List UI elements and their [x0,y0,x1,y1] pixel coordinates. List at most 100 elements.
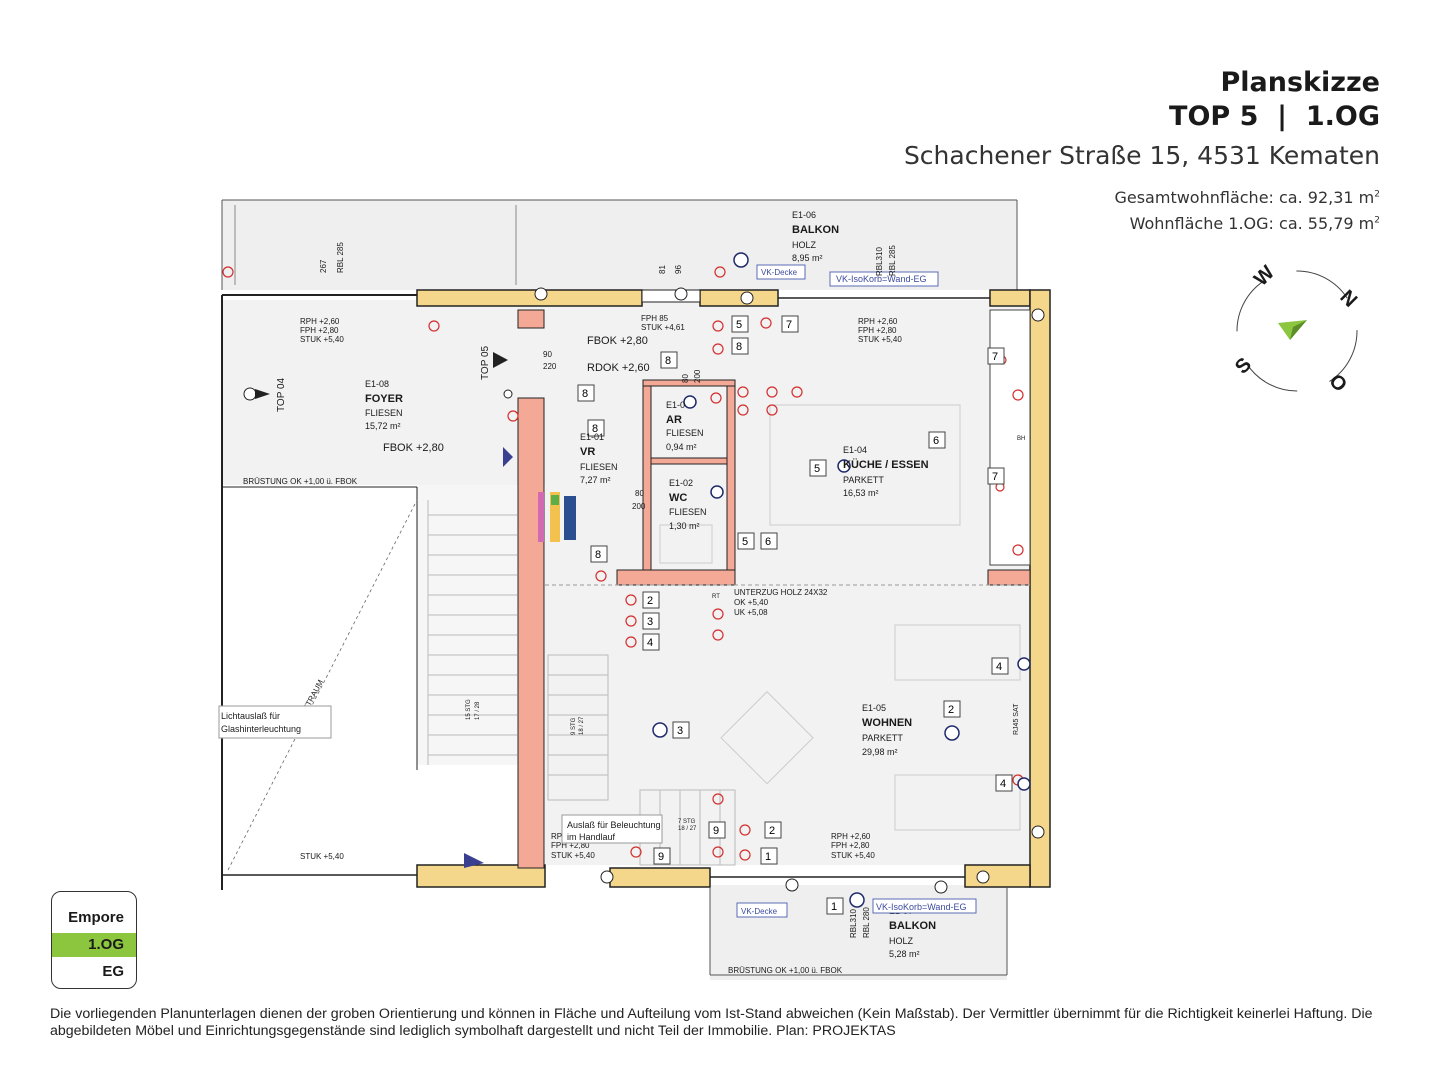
height-note: STUK +4,61 [641,323,685,332]
ceiling-lights [652,252,1031,908]
south-wall-1 [416,864,546,888]
vk-box [736,902,788,918]
room-name: BALKON [792,224,839,236]
num-box: 8 [665,355,671,367]
address: Schachener Straße 15, 4531 Kematen [903,141,1380,170]
room-floor: FLIESEN [669,507,707,517]
room-floor: FLIESEN [580,462,618,472]
floor-legend: Empore 1.OG EG [51,891,137,989]
height-note: RPH +2,60 [858,317,898,326]
auslass-box [561,814,663,844]
marker-green [551,495,559,505]
rbl-note: RBL310 [849,909,858,938]
dim-note: 96 [674,265,683,274]
legend-1og: 1.OG [88,936,124,953]
top04-label: TOP 04 [276,377,287,412]
num-box: 4 [1000,778,1006,790]
room-floor: FLIESEN [666,428,704,438]
vk-box [872,898,977,914]
door-dim: 220 [543,362,557,371]
bruestung-note: BRÜSTUNG OK +1,00 ü. FBOK [728,966,843,975]
legend-active-bar [52,933,136,957]
door-dim: 80 [681,374,690,383]
stair-note: 15 STG [466,699,472,720]
north-wall-3 [989,289,1031,307]
south-wall-3 [964,864,1031,888]
room-area: 0,94 m² [666,442,697,452]
room-area: 5,28 m² [889,949,920,959]
door-dim: 80 [635,489,644,498]
num-box: 7 [786,319,792,331]
unit-sup: 2 [1374,215,1380,226]
room-floor: HOLZ [889,936,914,946]
plan-title: Planskizze [1220,67,1380,98]
height-note: STUK +5,40 [300,852,344,861]
legend-empore: Empore [68,909,124,926]
disclaimer: Die vorliegenden Planunterlagen dienen d… [50,1006,1373,1039]
marker-blue [564,496,576,540]
door-dim: 200 [693,369,702,383]
marker-yellow [550,492,560,542]
door-dim: 200 [632,502,646,511]
unit-sup: 2 [1374,189,1380,200]
interior-wall-a [517,309,545,329]
bh-label: BH [1017,436,1025,442]
room-floor: PARKETT [843,475,884,485]
ar-wall-top [642,379,736,387]
num-box: 7 [992,351,998,363]
room-floor: FLIESEN [365,408,403,418]
balcony-bottom-sides [709,887,1008,975]
room-name: WOHNEN [862,717,912,729]
room-id: E1-02 [669,478,693,488]
num-box: 6 [933,435,939,447]
stair-area [417,485,517,765]
north-wall-2 [699,289,779,307]
vk-box [756,264,806,280]
num-box: 8 [582,388,588,400]
stair-note: 7 STG [678,819,696,825]
balcony-top-outline [221,199,1018,290]
bruestung-note: BRÜSTUNG OK +1,00 ü. FBOK [243,477,358,486]
room-id: E1-08 [365,379,389,389]
height-note: FPH +2,80 [831,841,870,850]
total-area-text: Gesamtwohnfläche: ca. 92,31 m [1114,188,1375,207]
rbl-note: RBL 285 [336,242,345,273]
compass: W N O S [1231,262,1361,397]
stair-note: 9 STG [571,717,577,735]
level-markers [255,352,513,868]
num-box: 5 [814,463,820,475]
room-name: VR [580,446,595,458]
room-name: BALKON [889,920,936,932]
num-box: 9 [713,825,719,837]
vk-note: VK-IsoKorb=Wand-EG [836,274,926,284]
rbl-note: RBL310 [875,247,884,276]
stair-main [427,500,517,765]
rbl-note: RBL 285 [888,245,897,276]
height-note: STUK +5,40 [300,335,344,344]
lichtauslass-box [218,705,332,739]
room-name: KÜCHE / ESSEN [843,458,929,471]
height-note: FPH +2,80 [300,326,339,335]
num-box: 3 [647,616,653,628]
east-wall [1029,289,1051,888]
room-area: 15,72 m² [365,421,401,431]
num-box: 8 [736,341,742,353]
rt-label: RT [712,594,720,600]
upper-floor-area [222,300,1030,485]
total-living-area: Gesamtwohnfläche: ca. 92,31 m2 [1114,188,1380,207]
unterzug-note: OK +5,40 [734,598,769,607]
stair-wall [517,397,545,869]
room-id: E1-05 [862,703,886,713]
floor-living-area: Wohnfläche 1.OG: ca. 55,79 m2 [1130,214,1380,233]
room-area: 16,53 m² [843,488,879,498]
vk-note: VK-Decke [761,268,798,277]
vk-note: VK-IsoKorb=Wand-EG [876,902,966,912]
living-floor-area [545,485,1030,865]
window-north [641,289,701,303]
num-box: 8 [595,549,601,561]
door-dim: 90 [543,350,552,359]
room-id: E1-04 [843,445,867,455]
sat-note: RJ45 SAT [1013,703,1020,735]
num-box: 3 [677,725,683,737]
room-area: 29,98 m² [862,747,898,757]
